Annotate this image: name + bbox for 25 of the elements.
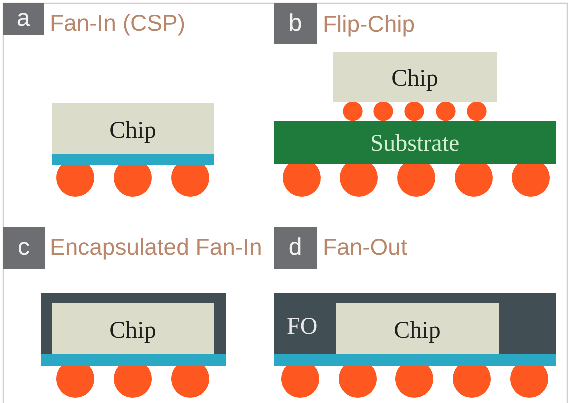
panel-letter: b: [288, 12, 302, 36]
panel-letter: a: [16, 7, 30, 31]
panel-title: Fan-In (CSP): [50, 12, 186, 35]
substrate-label: Substrate: [370, 132, 460, 156]
letter-tile: [274, 3, 317, 44]
chip-die: [336, 303, 499, 354]
substrate-layer: [274, 121, 556, 164]
chip-label: Chip: [392, 67, 438, 91]
mold-compound: [274, 293, 556, 354]
chip-label: Chip: [110, 318, 156, 342]
chip-die: [333, 52, 497, 102]
letter-tile: [3, 227, 45, 269]
panel-title: Flip-Chip: [323, 13, 416, 36]
panel-letter: d: [288, 236, 302, 260]
panel-title: Encapsulated Fan-In: [50, 236, 262, 259]
letter-tile: [3, 3, 44, 35]
chip-die: [52, 103, 214, 154]
panel-letter: c: [18, 236, 30, 260]
chip-label: Chip: [394, 318, 441, 342]
letter-tile: [274, 227, 317, 269]
chip-label: Chip: [110, 118, 156, 142]
mold-label: FO: [287, 315, 318, 339]
chip-die: [52, 303, 214, 354]
panel-title: Fan-Out: [323, 236, 408, 259]
mold-compound: [41, 293, 226, 354]
